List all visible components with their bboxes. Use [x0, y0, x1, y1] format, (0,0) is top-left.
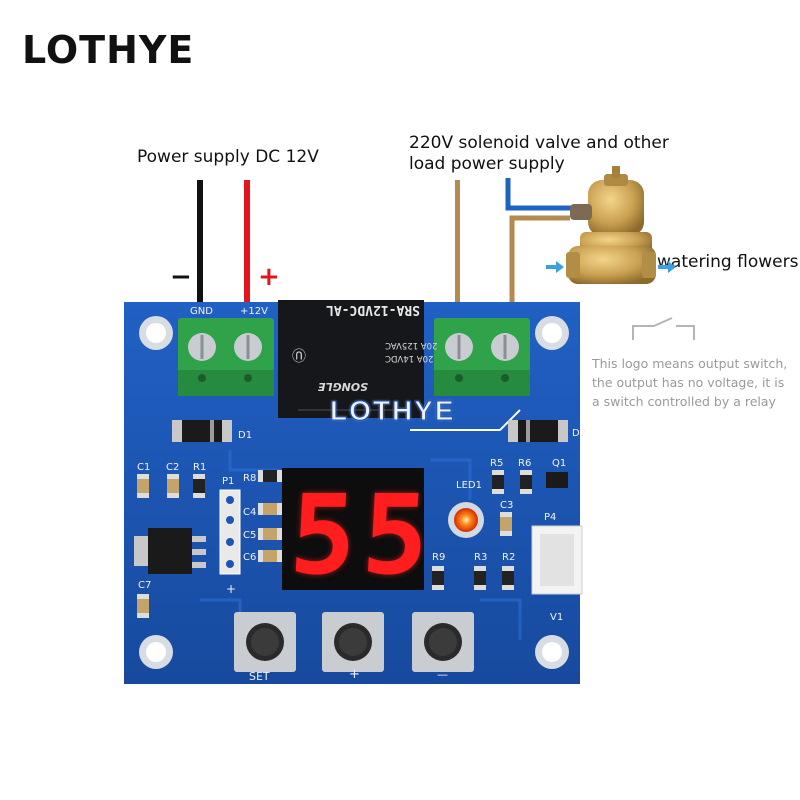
power-supply-label: Power supply DC 12V	[137, 147, 319, 167]
load-supply-line-2: load power supply	[409, 154, 565, 174]
relay-brand-text: SONGLE	[318, 380, 369, 393]
relay-ul-mark: Ⓤ	[292, 347, 306, 363]
note-line-2: the output has no voltage, it is	[592, 375, 785, 390]
silk-gnd: GND	[190, 306, 213, 317]
silk-plus12v: +12V	[240, 306, 268, 317]
silk-r6: R6	[518, 458, 532, 469]
display-value: 55	[286, 471, 438, 599]
negative-sign: −	[170, 262, 192, 292]
diode-d2	[508, 420, 568, 442]
terminal-block-load	[434, 318, 530, 396]
terminal-block-power	[178, 318, 274, 396]
load-supply-label: 220V solenoid valve and other load power…	[409, 133, 709, 175]
silk-c7: C7	[138, 580, 152, 591]
note-line-1: This logo means output switch,	[592, 356, 788, 371]
silk-c3: C3	[500, 500, 514, 511]
set-button-label: SET	[249, 670, 270, 683]
connector-p4	[531, 525, 583, 595]
relay-model-text: SRA-12VDC-AL	[326, 302, 420, 317]
silk-r8: R8	[243, 473, 257, 484]
minus-button-label: —	[437, 668, 448, 681]
smd-components	[137, 470, 568, 618]
silk-r3: R3	[474, 552, 488, 563]
relay-spec-1: 20A 125VAC	[385, 340, 438, 350]
silk-d2: D2	[572, 428, 587, 439]
silk-c4: C4	[243, 507, 257, 518]
positive-sign: +	[258, 262, 280, 292]
set-button[interactable]	[234, 612, 296, 672]
wire-black	[197, 180, 203, 320]
note-line-3: a switch controlled by a relay	[592, 394, 776, 409]
wire-tan-right	[509, 215, 570, 320]
silk-r2: R2	[502, 552, 516, 563]
seven-segment-display	[282, 468, 424, 590]
diode-d1	[172, 420, 232, 442]
brand-logo: LOTHYE	[22, 28, 195, 72]
led-indicator	[448, 502, 484, 538]
wire-blue	[505, 178, 572, 211]
relay-switch-trace	[410, 409, 521, 431]
switch-symbol	[632, 317, 695, 340]
silk-led1: LED1	[456, 480, 482, 491]
plus-button[interactable]	[322, 612, 384, 672]
silk-v1: V1	[550, 612, 564, 623]
voltage-regulator	[134, 528, 206, 574]
solenoid-valve	[566, 166, 656, 284]
flow-arrow-in	[546, 261, 564, 273]
silk-r9: R9	[432, 552, 446, 563]
silk-r1: R1	[193, 462, 207, 473]
load-supply-line-1: 220V solenoid valve and other	[409, 133, 669, 153]
silk-plus-pin: +	[226, 582, 237, 596]
wire-tan-left	[455, 180, 460, 320]
silk-d1: D1	[238, 430, 253, 441]
silk-p4: P4	[544, 512, 557, 523]
header-p1	[219, 489, 241, 575]
silk-c1: C1	[137, 462, 151, 473]
relay-spec-2: 20A 14VDC	[385, 353, 434, 363]
plus-button-label: +	[349, 667, 360, 682]
watermark: LOTHYE	[330, 395, 456, 427]
silk-r5: R5	[490, 458, 504, 469]
flow-arrow-out	[658, 261, 676, 273]
relay	[278, 300, 424, 418]
watering-label: watering flowers	[657, 252, 799, 272]
wire-red	[244, 180, 250, 320]
silk-q1: Q1	[552, 458, 567, 469]
minus-button[interactable]	[412, 612, 474, 672]
silk-c5: C5	[243, 530, 257, 541]
mounting-holes	[139, 316, 569, 669]
silk-c6: C6	[243, 552, 257, 563]
silk-p1: P1	[222, 476, 235, 487]
silk-c2: C2	[166, 462, 180, 473]
button-graphics	[234, 612, 474, 672]
